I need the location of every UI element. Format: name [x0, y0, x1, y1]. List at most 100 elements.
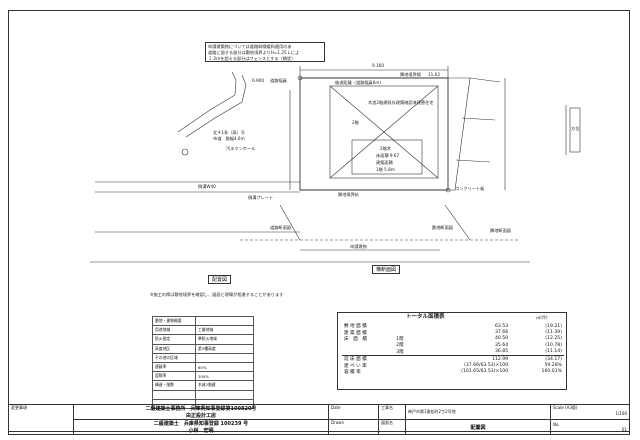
revision-label: 変更事項 [11, 405, 27, 410]
date-label: Date [331, 405, 341, 410]
area-label: 敷 地 面 積 [344, 324, 367, 330]
area-floor: 1階 [396, 336, 404, 342]
floor-2-label: 2階 [352, 120, 359, 125]
note-line: 申請建築物については道路斜線緩和適用のあ [208, 44, 292, 49]
dim-top-label: 9.160 [372, 63, 384, 68]
area-floor: 2階 [396, 343, 404, 349]
summary-value [195, 315, 254, 327]
hatch-line [455, 159, 491, 163]
boundary-marker [297, 75, 303, 81]
area-value: 112.99 [492, 356, 509, 362]
project-label: 工事名 [381, 405, 393, 410]
site-boundary [299, 77, 449, 191]
inner-room [351, 139, 423, 175]
drawn-label: Drawn [331, 420, 344, 425]
summary-value: 工業地域 [195, 325, 254, 336]
north-area-label: 2階木 [380, 146, 392, 151]
number-value: 01 [621, 427, 627, 432]
drawn-cell: Drawn [328, 419, 379, 435]
summary-label: その他の区域 [152, 352, 196, 363]
area-floor [394, 355, 423, 362]
firm-line: 二級建築士事務所 兵庫県知事登録第100820号 [145, 406, 257, 412]
floor-1-label: 1階 5.8m [376, 167, 395, 172]
project-value-cell: 神戸市第1垂松町2丁2号地 [405, 404, 551, 420]
summary-value: 60% [195, 361, 254, 373]
architect-name: 小林 宏明 [188, 428, 214, 434]
summary-label [152, 389, 196, 400]
number-cell: No. 01 [550, 419, 630, 435]
area-label [342, 349, 394, 356]
land-use-label: 北４1条（高）号 [213, 130, 245, 135]
summary-label: 建蔽率 [152, 361, 196, 373]
title-block: 変更事項 二級建築士事務所 兵庫県知事登録第100820号 由正設計工房 Dat… [8, 404, 630, 435]
area-tsubo: (10.78) [545, 342, 562, 348]
north-label: 方位 [571, 126, 580, 131]
building-diagonal [329, 85, 439, 179]
summary-row: 敷地・建物概要 [152, 315, 254, 327]
project-value: 神戸市第1垂松町2丁2号地 [408, 409, 456, 414]
remark-text: ※施工の際は敷地境界を確認し、図面と現場が相違することがあります [150, 292, 284, 297]
drawing-name-value: 配置図 [470, 424, 486, 431]
area-value: (101.65/63.53)×100 [461, 369, 509, 375]
area-tsubo: (11.39) [545, 330, 562, 336]
area-value: 63.53 [494, 323, 509, 329]
summary-row: 構造・階数木造2階建 [152, 380, 254, 391]
note-line: 道路に面する部分は敷地境界よりH=1.25Ｌによ [208, 50, 300, 55]
side-road-label: 隣地断面図 [490, 228, 511, 233]
building-footprint [329, 85, 439, 179]
area-label: 容 積 率 [344, 369, 361, 375]
section-label: 敷地断面図 [432, 225, 453, 230]
architect-line: 二級建築士 兵庫県知事登録 100239 号 [153, 421, 249, 427]
manhole-label: 汚水マンホール [226, 146, 256, 151]
summary-value: 準防火地域 [195, 334, 254, 345]
summary-label: 構造・階数 [152, 380, 196, 391]
land-use-label: 市道 路幅4.6m [213, 136, 245, 141]
boundary-mark-label: 隣地境界杭 [338, 192, 359, 197]
road-edge-line [185, 74, 247, 138]
section-label: 道路断面図 [270, 225, 291, 230]
summary-value [195, 352, 254, 363]
plate-label: 側溝プレート [248, 195, 274, 200]
summary-value: 200% [195, 371, 254, 382]
site-summary-table: 敷地・建物概要用途地域工業地域防火指定準防火地域高度地区第3種高度その他の区域建… [152, 315, 254, 409]
ratio-note-label: 申請建物 [350, 244, 367, 249]
summary-label: 容積率 [152, 371, 196, 382]
summary-label: 高度地区 [152, 343, 196, 354]
north-arrow [565, 105, 581, 155]
building-note-label: 木造2階建既存建築確認済建替住宅 [368, 100, 434, 105]
haichizu-label: 配置図 [208, 275, 232, 284]
note-line: １.2mを超える部分はフェンスとする（網状） [208, 56, 296, 61]
summary-row: 高度地区第3種高度 [152, 343, 254, 354]
note-box: 申請建築物については道路斜線緩和適用のあ 道路に面する部分は敷地境界よりH=1.… [205, 42, 325, 62]
area-table-unit: ㎡(坪) [536, 315, 548, 320]
area-value: 36.85 [494, 349, 509, 355]
road-name-label: 道路幅員 [270, 78, 287, 83]
hatch-line [461, 117, 496, 121]
summary-label: 敷地・建物概要 [152, 315, 196, 327]
dim-top2-label: 11.02 [428, 72, 440, 77]
manhole-symbol [181, 148, 189, 156]
summary-label: 防火指定 [152, 334, 196, 345]
summary-row: 防火指定準防火地域 [152, 334, 254, 345]
summary-label: 用途地域 [152, 325, 196, 336]
revision-cell: 変更事項 [8, 404, 74, 435]
boundary-top-label: 隣地境界線 [400, 72, 421, 77]
area-tsubo: (34.17) [545, 356, 562, 362]
area-tsubo: (12.25) [545, 336, 562, 342]
leader-line [444, 204, 471, 241]
area-floor-label: 床面積 9.67 [376, 153, 400, 158]
area-value: 40.50 [494, 336, 509, 342]
drawing-name-cell: 配置図 [405, 419, 551, 435]
summary-row: 用途地域工業地域 [152, 325, 254, 336]
drawing-name-label: 図面名 [381, 420, 393, 425]
neighbor-boundary [448, 77, 471, 191]
area-table-title: トータル面積表 [406, 314, 445, 320]
